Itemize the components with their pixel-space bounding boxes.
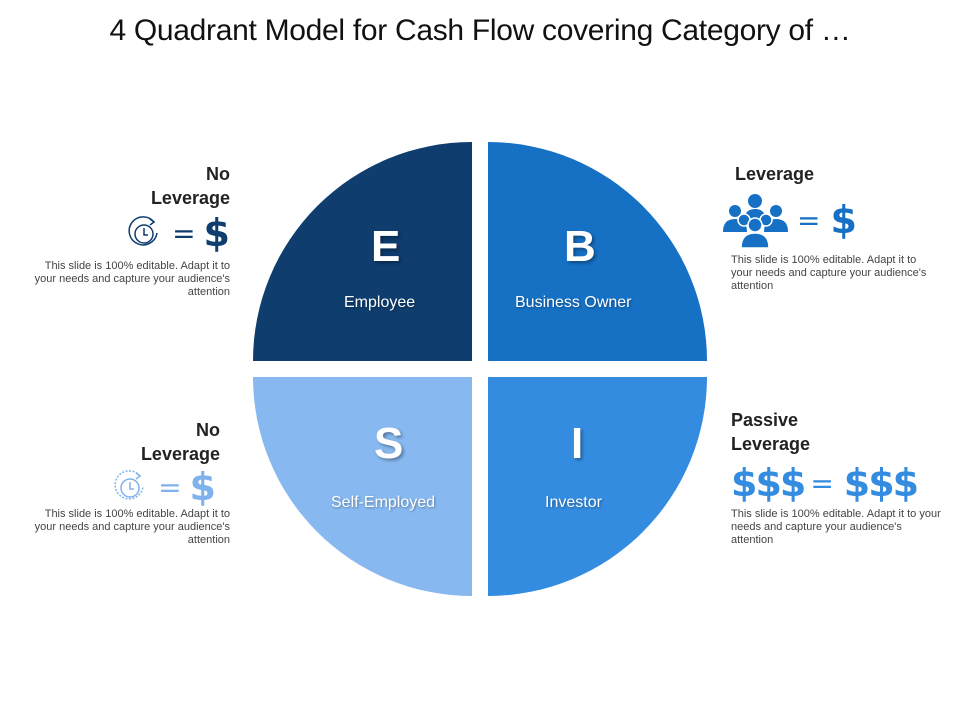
- callout-heading: Leverage: [140, 444, 220, 464]
- dollar-icon: $: [830, 198, 857, 242]
- quadrant-employee: E Employee: [253, 142, 472, 361]
- callout-description: This slide is 100% editable. Adapt it to…: [731, 508, 941, 546]
- callout-heading: Passive: [731, 410, 799, 430]
- equation: = $: [721, 192, 936, 248]
- quadrant-letter: S: [374, 419, 404, 468]
- quadrant-label: Self-Employed: [331, 494, 436, 511]
- callout-description: This slide is 100% editable. Adapt it to…: [34, 508, 230, 546]
- callout-heading: Leverage: [735, 164, 815, 184]
- quadrant-label: Employee: [344, 294, 416, 311]
- quadrant-label: Business Owner: [515, 294, 632, 311]
- callout-heading: No: [196, 420, 220, 440]
- dollar-triple-icon: $$$: [731, 461, 806, 505]
- equals-sign: =: [172, 216, 196, 250]
- callout-investor: Passive Leverage $$$ = $$$ This slide is…: [731, 408, 941, 547]
- callout-heading: No: [206, 164, 230, 184]
- callout-self-employed-body: = $ This slide is 100% editable. Adapt i…: [30, 465, 230, 547]
- callout-heading: Leverage: [731, 434, 811, 454]
- clock-cycle-icon: [128, 216, 158, 246]
- equals-sign: =: [810, 466, 834, 500]
- quadrant-investor: I Investor: [488, 377, 707, 596]
- callout-self-employed: No Leverage: [30, 418, 220, 466]
- quadrant-business-owner: B Business Owner: [488, 142, 707, 361]
- people-group-icon: [723, 194, 788, 248]
- equation: $$$ = $$$: [731, 460, 941, 506]
- callout-heading: Leverage: [150, 188, 230, 208]
- quadrant-letter: E: [371, 222, 401, 271]
- callout-description: This slide is 100% editable. Adapt it to…: [34, 260, 230, 298]
- dollar-icon: $: [189, 465, 216, 509]
- equals-sign: =: [797, 203, 821, 237]
- callout-employee: No Leverage = $ This slide is 100% edita…: [30, 162, 230, 299]
- quadrant-self-employed: S Self-Employed: [253, 377, 472, 596]
- quadrant-letter: B: [564, 222, 596, 271]
- cashflow-quadrant-wheel: E Employee B Business Owner S Self-Emplo…: [253, 142, 707, 596]
- equals-sign: =: [158, 470, 182, 504]
- dollar-triple-icon: $$$: [843, 461, 919, 505]
- slide-title: 4 Quadrant Model for Cash Flow covering …: [109, 14, 851, 47]
- callout-business-owner: Leverage = $ This slide is 100% editable…: [723, 162, 936, 293]
- dollar-icon: $: [203, 211, 230, 255]
- clock-cycle-icon: [114, 470, 144, 500]
- callout-description: This slide is 100% editable. Adapt it to…: [731, 254, 927, 292]
- equation: = $: [30, 211, 230, 255]
- equation: = $: [30, 465, 216, 509]
- quadrant-letter: I: [571, 419, 584, 468]
- quadrant-label: Investor: [545, 494, 602, 511]
